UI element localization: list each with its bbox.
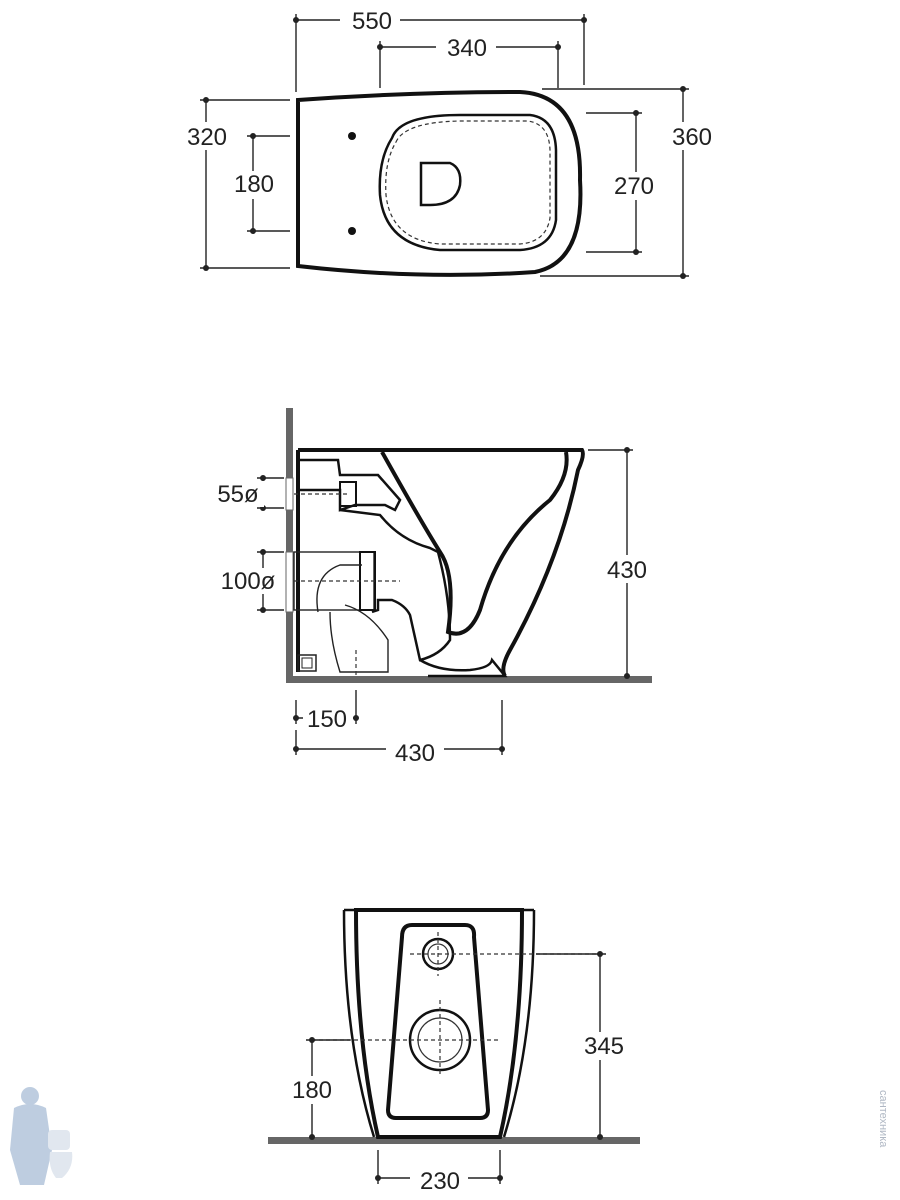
front-view: 345 180 230 [268, 908, 640, 1195]
floor [268, 1137, 640, 1144]
wall [286, 408, 293, 683]
top-view-outline [296, 89, 583, 277]
dim-waste-outlet: 100ø [221, 568, 276, 595]
top-view-rim [378, 113, 558, 252]
dim-height: 430 [607, 557, 647, 584]
dim-bowl-width: 270 [614, 173, 654, 200]
side-watermark: сантехника [877, 1090, 889, 1148]
plumber-logo-icon [10, 1087, 73, 1185]
top-view: 550 340 320 180 270 360 [180, 6, 720, 279]
dim-base-width: 230 [420, 1168, 460, 1195]
side-view-bowl [380, 451, 569, 636]
waste-outlet-pipe [293, 551, 375, 611]
fixing-hole-icon [348, 132, 356, 140]
dim-fixing-spacing: 180 [234, 171, 274, 198]
dim-bowl-length: 340 [447, 35, 487, 62]
dim-inlet-height: 345 [584, 1033, 624, 1060]
floor [286, 676, 652, 683]
dim-outlet-height: 180 [292, 1077, 332, 1104]
fixing-hole-icon [348, 227, 356, 235]
dim-water-inlet: 55ø [217, 481, 259, 508]
water-inlet-pipe [339, 481, 357, 507]
dim-overall-width: 360 [672, 124, 712, 151]
dim-rear-width: 320 [187, 124, 227, 151]
side-view-shell [298, 448, 585, 678]
side-view: 55ø 100ø 430 150 430 [210, 408, 656, 767]
dim-outlet-distance: 150 [307, 706, 347, 733]
front-view-panel [385, 923, 491, 1120]
dim-depth: 430 [395, 740, 435, 767]
front-view-body [353, 908, 525, 1139]
top-view-drain [419, 161, 462, 207]
dim-overall-length: 550 [352, 8, 392, 35]
